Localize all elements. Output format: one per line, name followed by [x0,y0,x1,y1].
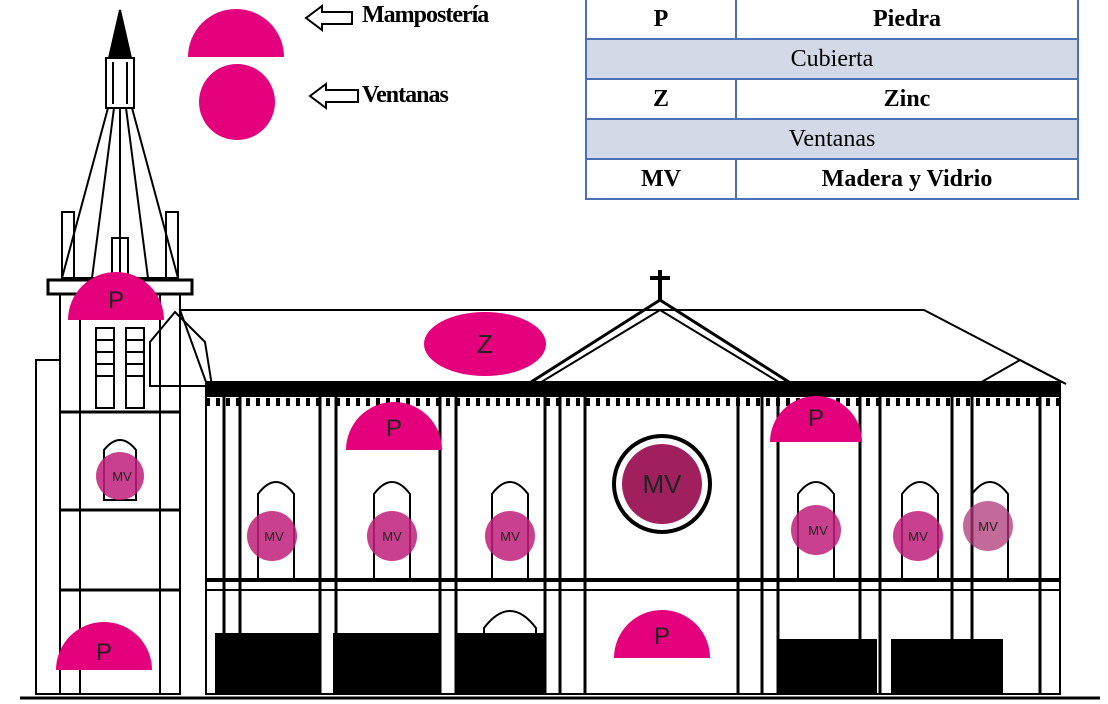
legend-masonry-symbol [188,9,284,57]
tag-stone-nave-right: P [808,405,824,432]
stone-marker-tower-top [68,272,164,320]
material-legend-table: P Piedra Cubierta Z Zinc Ventanas MV Mad… [585,0,1079,200]
bell-tower [35,9,194,695]
nave-roof [149,309,1063,387]
window-marker-5 [893,511,943,561]
table-row: Z Zinc [585,78,1079,120]
pediment [522,270,1067,386]
stone-marker-nave-left [346,402,442,450]
legend-windows-label: Ventanas [362,82,449,108]
table-row: Cubierta [585,38,1079,80]
stone-marker-tower-base [56,622,152,670]
legend-masonry-label: Mampostería [362,2,489,28]
window-marker-1 [247,511,297,561]
table-row: P Piedra [585,0,1079,40]
tag-stone-tower-base: P [96,639,112,666]
window-marker-4 [791,505,841,555]
tag-mv-4: MV [808,523,828,538]
table-row: Ventanas [585,118,1079,160]
table-section-header: Ventanas [585,118,1079,160]
window-marker-3 [485,511,535,561]
legend-window-symbol [199,64,275,140]
window-marker-6 [963,501,1013,551]
table-row: MV Madera y Vidrio [585,158,1079,200]
tag-mv-tower: MV [112,469,132,484]
window-marker-2 [367,511,417,561]
tag-mv-1: MV [264,529,284,544]
tag-zinc-roof: Z [477,329,493,359]
window-marker-tower [96,452,144,500]
arrow-left-icon [304,4,353,32]
main-wall [205,383,1061,695]
table-material-cell: Madera y Vidrio [735,158,1079,200]
tag-mv-2: MV [382,529,402,544]
arrow-left-icon [308,82,359,110]
tag-mv-rose: MV [643,469,683,499]
marker-labels: P P P P P Z MV MV MV MV MV MV MV MV [96,287,998,666]
tag-mv-3: MV [500,529,520,544]
tag-stone-tower-top: P [108,287,124,314]
table-section-header: Cubierta [585,38,1079,80]
tag-stone-center-base: P [654,623,670,650]
material-markers [56,9,1013,670]
tag-mv-5: MV [908,529,928,544]
stone-marker-center-base [614,610,710,658]
stone-marker-nave-right [770,396,862,442]
tag-stone-nave-left: P [386,415,402,442]
table-material-cell: Zinc [735,78,1079,120]
table-code-cell: P [585,0,737,40]
zinc-marker-roof [424,312,546,376]
legend-arrows [304,4,359,110]
table-code-cell: Z [585,78,737,120]
tag-mv-6: MV [978,519,998,534]
window-marker-rose [622,444,702,524]
table-material-cell: Piedra [735,0,1079,40]
church-elevation-drawing [20,9,1100,700]
table-code-cell: MV [585,158,737,200]
